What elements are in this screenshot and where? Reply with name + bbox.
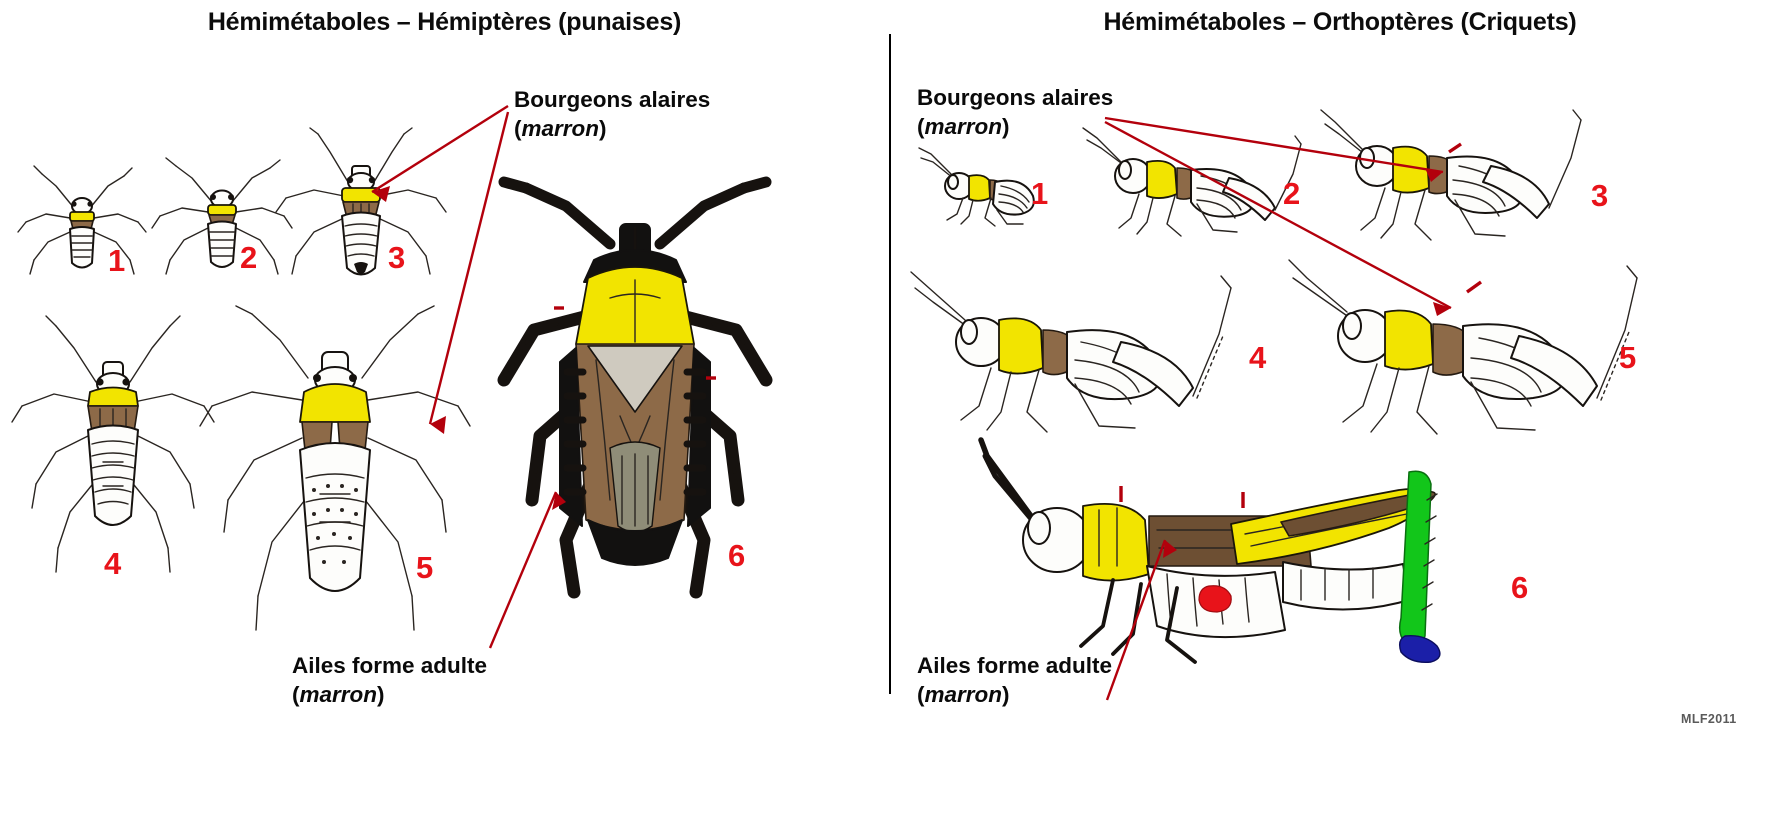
figure-hopper-nymph-2 (1079, 118, 1309, 268)
stage-number-5-left: 5 (416, 550, 434, 585)
scutellum (587, 345, 683, 413)
figure-bug-nymph-4 (8, 310, 218, 600)
figure-hopper-adult (978, 430, 1541, 690)
callout-wing-buds-right-line1: Bourgeons alaires (917, 85, 1114, 110)
hind-tarsus-blue (1398, 635, 1441, 663)
pronotum-yellow (968, 174, 991, 202)
callout-adult-wings-right-line2: (marron) (917, 681, 1010, 707)
figure-bug-nymph-3 (268, 126, 458, 316)
stage-number-5-right: 5 (1619, 340, 1637, 375)
callout-adult-wings-right: Ailes forme adulte (marron) (917, 652, 1112, 709)
figure-hopper-nymph-4 (907, 262, 1237, 472)
panel-divider (889, 34, 891, 694)
pronotum-yellow (1082, 503, 1150, 582)
hind-coxa-red (1198, 585, 1232, 613)
callout-adult-wings-left-line2: (marron) (292, 681, 385, 707)
callout-adult-wings-left: Ailes forme adulte (marron) (292, 652, 487, 709)
callout-wing-buds-right: Bourgeons alaires (marron) (917, 84, 1113, 141)
right-panel-title: Hémimétaboles – Orthoptères (Criquets) (1103, 8, 1577, 36)
stage-number-3-left: 3 (388, 240, 406, 275)
figure-bug-nymph-1 (12, 160, 162, 300)
figure-hopper-nymph-5 (1285, 250, 1645, 480)
stage-number-2-left: 2 (240, 240, 258, 275)
callout-wing-buds-left-line2: (marron) (514, 115, 607, 141)
stage-number-6-left: 6 (728, 538, 746, 573)
hind-femur (1510, 335, 1598, 407)
figure-bug-adult (470, 148, 800, 608)
stage-number-4-left: 4 (104, 546, 122, 581)
left-panel-hemiptera: Hémimétaboles – Hémiptères (punaises) 1 (0, 0, 889, 824)
wing-bud-yellow (341, 187, 381, 203)
stage-number-4-right: 4 (1249, 340, 1267, 375)
hind-femur (1482, 165, 1550, 219)
hind-femur (1112, 341, 1194, 407)
stage-number-2-right: 2 (1283, 176, 1301, 211)
forewing-brown-edge (1280, 490, 1436, 537)
figure-bug-nymph-2 (146, 152, 306, 302)
hind-wing (1282, 561, 1410, 611)
stage-number-1-right: 1 (1031, 176, 1049, 211)
wing-bud-yellow (299, 383, 371, 423)
callout-wing-buds-left-line1: Bourgeons alaires (514, 87, 711, 112)
stage-number-6-right: 6 (1511, 570, 1529, 605)
author-credit: MLF2011 (1681, 712, 1737, 726)
pronotum-yellow (998, 317, 1044, 375)
wing-bud-yellow (69, 211, 95, 222)
callout-adult-wings-right-line1: Ailes forme adulte (917, 653, 1113, 678)
stage-number-3-right: 3 (1591, 178, 1609, 213)
stage-number-1-left: 1 (108, 243, 126, 278)
callout-wing-buds-right-line2: (marron) (917, 113, 1010, 139)
figure-bug-nymph-5 (196, 300, 476, 660)
left-panel-title: Hémimétaboles – Hémiptères (punaises) (207, 8, 682, 36)
right-panel-orthoptera: Hémimétaboles – Orthoptères (Criquets) 1 (891, 0, 1789, 824)
pronotum-yellow (1392, 145, 1430, 194)
callout-wing-buds-left: Bourgeons alaires (marron) (514, 86, 710, 143)
figure-hopper-nymph-1 (911, 140, 1071, 240)
pronotum-yellow (1384, 309, 1434, 371)
wing-bud-yellow (207, 204, 237, 216)
wing-bud-yellow (87, 386, 139, 407)
pronotum-yellow (1146, 159, 1178, 199)
callout-adult-wings-left-line1: Ailes forme adulte (292, 653, 488, 678)
